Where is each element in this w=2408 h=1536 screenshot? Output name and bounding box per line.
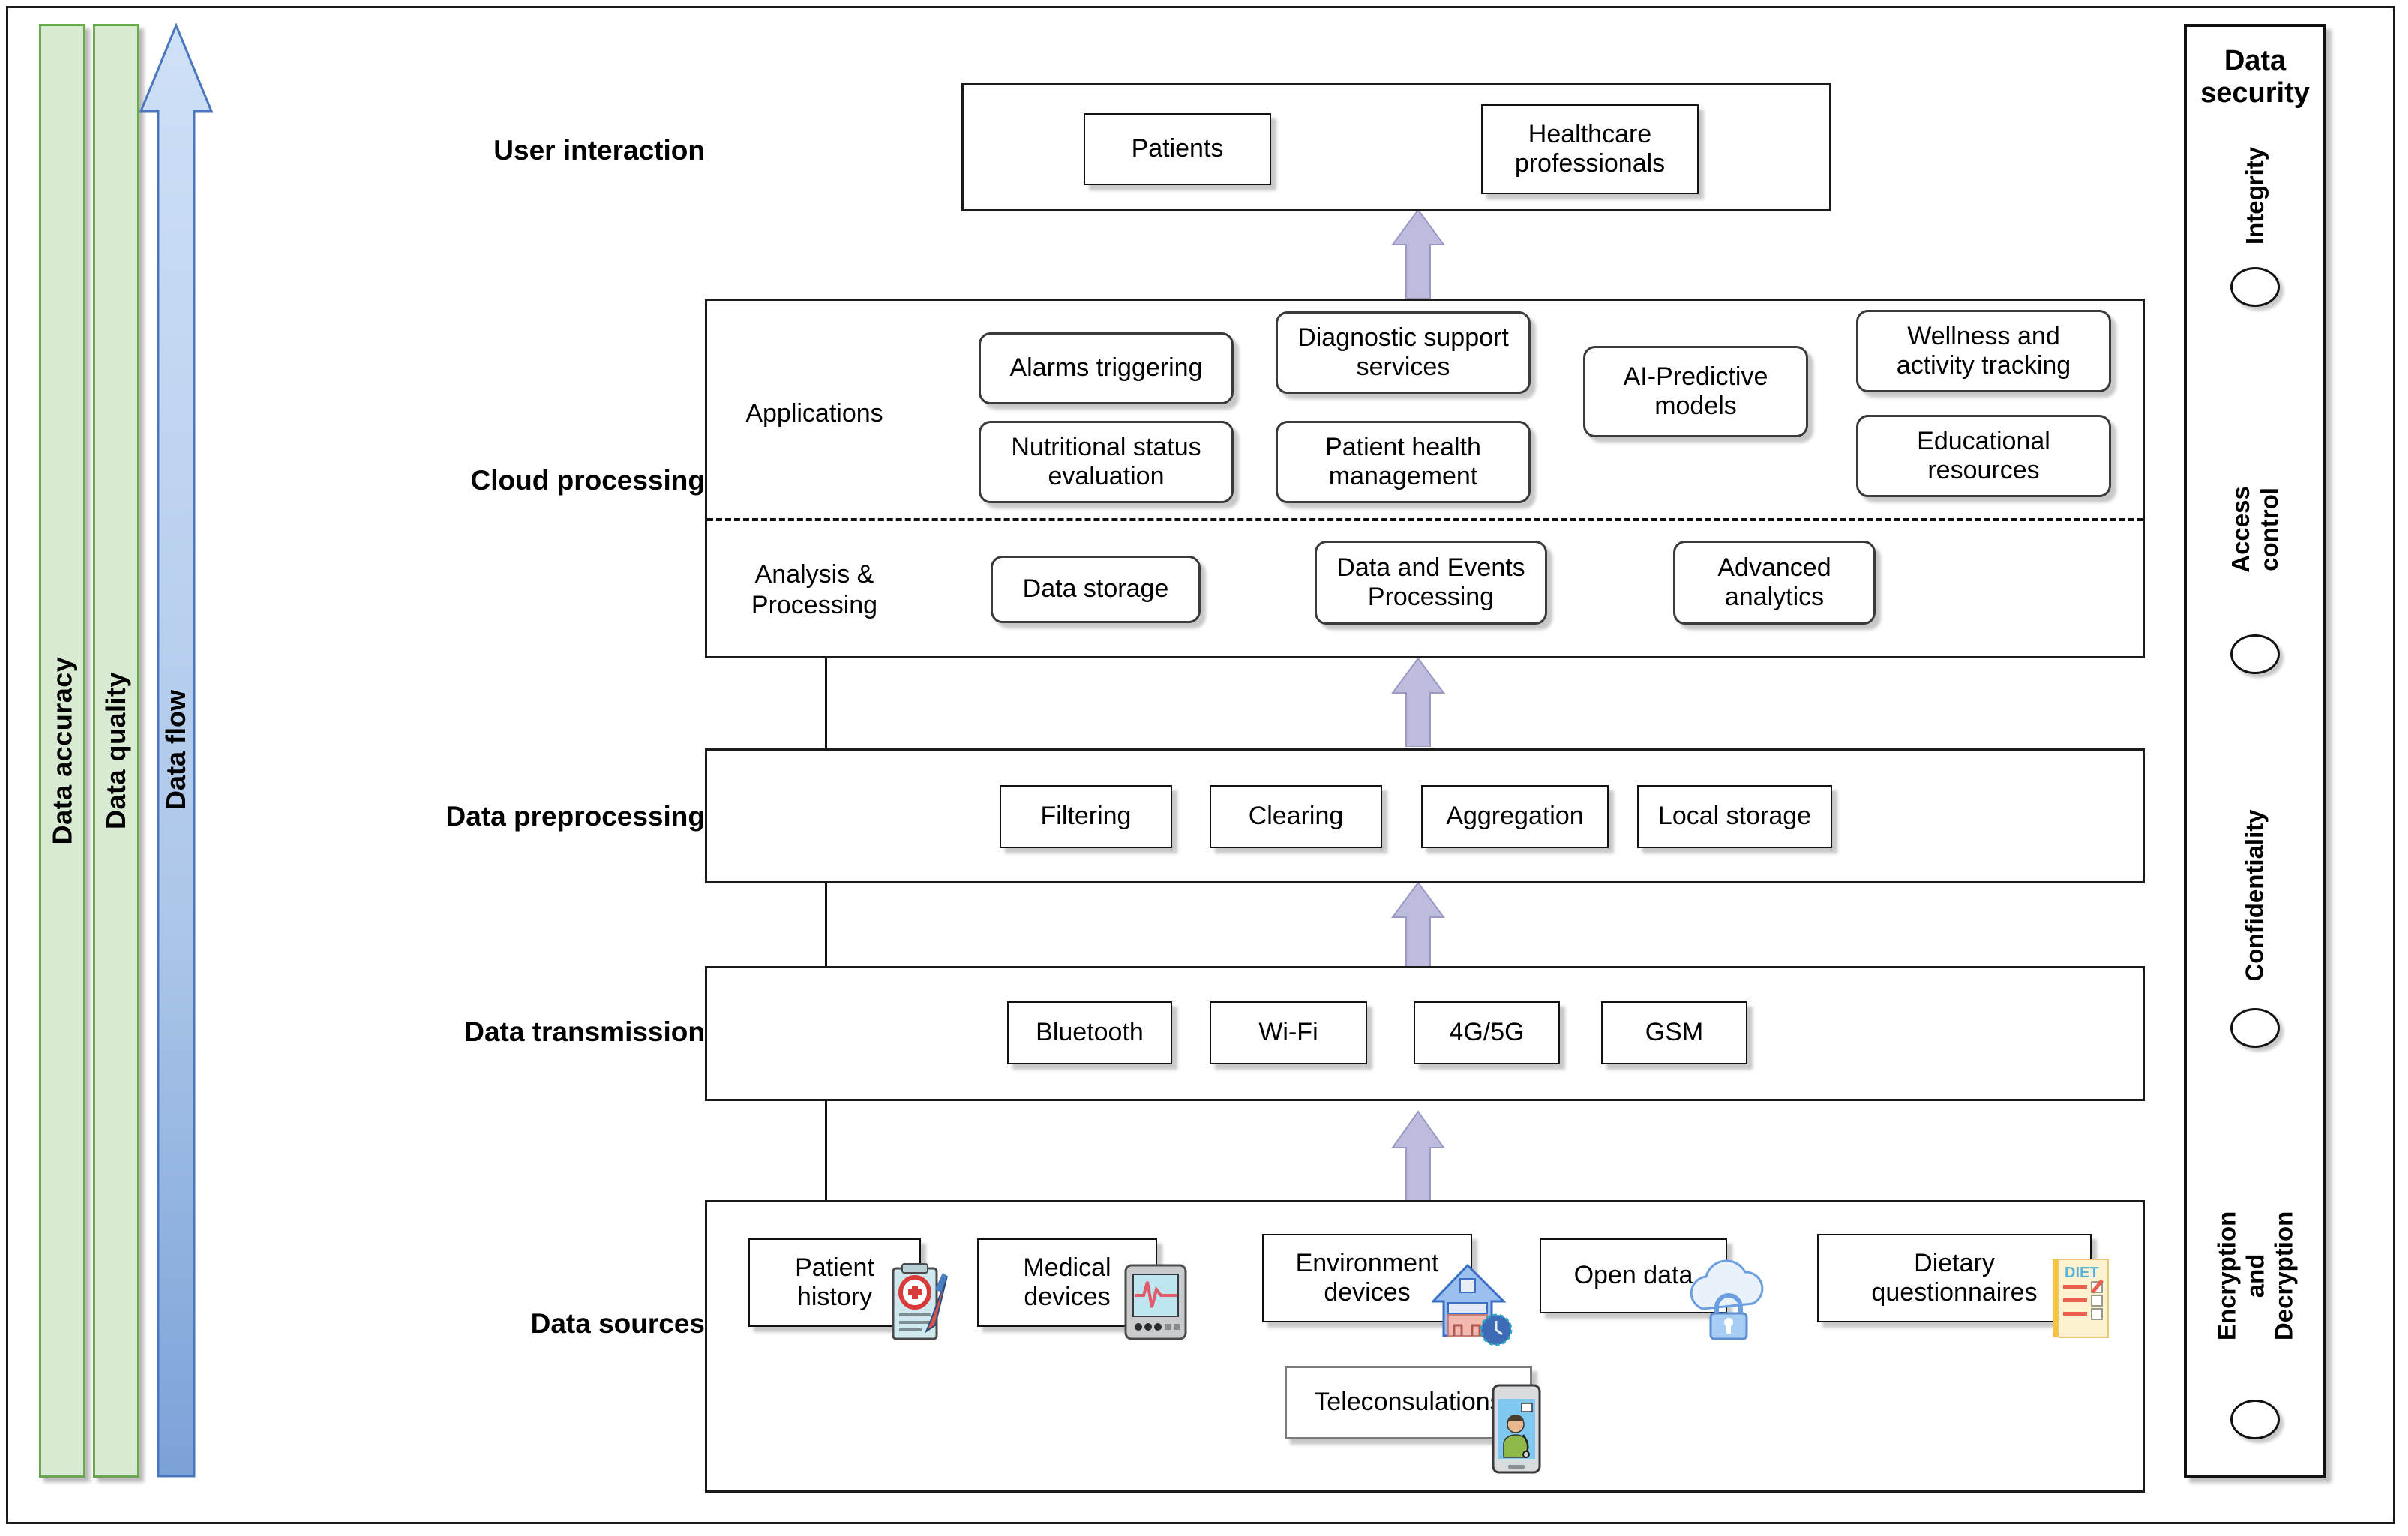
panel-data-preprocessing: Filtering Clearing Aggregation Local sto… (705, 748, 2145, 884)
security-item-confidentiality[interactable]: Confidentiality (2187, 783, 2323, 1048)
panel-data-transmission: Bluetooth Wi-Fi 4G/5G GSM (705, 966, 2145, 1101)
node-patients[interactable]: Patients (1084, 113, 1271, 185)
flow-arrow-transmission-to-preprocessing (1391, 881, 1445, 971)
flow-arrow-preprocessing-to-cloud (1391, 657, 1445, 747)
smartphone-doctor-icon (1492, 1384, 1541, 1474)
node-filtering[interactable]: Filtering (1000, 785, 1172, 848)
panel-cloud-processing: Applications Alarms triggering Diagnosti… (705, 298, 2145, 658)
node-nutritional-status-evaluation[interactable]: Nutritional status evaluation (979, 421, 1234, 503)
smart-home-icon (1432, 1263, 1513, 1346)
clipboard-medical-icon (892, 1263, 948, 1340)
layer-label-cloud-processing: Cloud processing (470, 465, 705, 496)
node-clearing[interactable]: Clearing (1210, 785, 1382, 848)
node-teleconsulations[interactable]: Teleconsulations (1285, 1366, 1532, 1439)
layer-label-data-transmission: Data transmission (464, 1016, 705, 1047)
security-bullet-icon (2230, 267, 2280, 307)
security-item-encryption-decryption[interactable]: Encryption and Decryption (2187, 1152, 2323, 1439)
node-gsm[interactable]: GSM (1601, 1001, 1747, 1064)
svg-text:DIET: DIET (2065, 1264, 2099, 1281)
node-wifi[interactable]: Wi-Fi (1210, 1001, 1367, 1064)
ecg-monitor-icon (1124, 1264, 1187, 1340)
layer-label-user-interaction: User interaction (493, 135, 705, 166)
data-security-title: Data security (2200, 45, 2310, 109)
node-educational-resources[interactable]: Educational resources (1856, 415, 2111, 497)
cloud-panel-divider (707, 518, 2143, 521)
node-wellness-activity-tracking[interactable]: Wellness and activity tracking (1856, 310, 2111, 392)
layer-label-data-preprocessing: Data preprocessing (445, 801, 705, 832)
panel-data-sources: Patient history Medical devices Environm… (705, 1200, 2145, 1492)
flow-arrow-sources-to-transmission (1391, 1110, 1445, 1204)
node-bluetooth[interactable]: Bluetooth (1007, 1001, 1172, 1064)
node-healthcare-professionals[interactable]: Healthcare professionals (1481, 104, 1699, 194)
side-bar-data-quality: Data quality (93, 24, 139, 1478)
node-data-events-processing[interactable]: Data and Events Processing (1315, 541, 1547, 625)
layer-label-data-sources: Data sources (530, 1308, 705, 1339)
security-item-label: Integrity (2241, 146, 2269, 245)
panel-user-interaction: Patients Healthcare professionals (961, 82, 1831, 212)
cloud-lock-icon (1690, 1259, 1764, 1340)
data-flow-label: Data flow (160, 689, 192, 811)
applications-label: Applications (745, 399, 883, 428)
connector-cloud-to-patient-history (825, 656, 827, 1234)
side-bar-data-accuracy: Data accuracy (39, 24, 85, 1478)
security-item-label: Confidentiality (2241, 809, 2269, 982)
analysis-processing-label: Analysis & Processing (751, 560, 878, 620)
node-patient-health-management[interactable]: Patient health management (1276, 421, 1531, 503)
node-data-storage[interactable]: Data storage (991, 556, 1201, 623)
security-bullet-icon (2230, 1400, 2280, 1439)
node-ai-predictive-models[interactable]: AI-Predictive models (1583, 346, 1808, 437)
side-bar-label: Data quality (100, 671, 132, 830)
security-bullet-icon (2230, 1008, 2280, 1048)
node-dietary-questionnaires[interactable]: Dietary questionnaires (1817, 1234, 2092, 1322)
node-local-storage[interactable]: Local storage (1637, 785, 1832, 848)
data-flow-arrow (139, 22, 214, 1478)
panel-data-security: Data security Integrity Access control C… (2184, 24, 2326, 1478)
security-bullet-icon (2230, 634, 2280, 674)
node-aggregation[interactable]: Aggregation (1421, 785, 1609, 848)
security-item-access-control[interactable]: Access control (2187, 424, 2323, 674)
data-flow-label-wrap: Data flow (139, 22, 214, 1478)
flow-arrow-cloud-to-user (1391, 208, 1445, 298)
node-diagnostic-support-services[interactable]: Diagnostic support services (1276, 311, 1531, 394)
node-alarms-triggering[interactable]: Alarms triggering (979, 332, 1234, 404)
security-item-integrity[interactable]: Integrity (2187, 124, 2323, 307)
side-bar-label: Data accuracy (46, 656, 78, 845)
security-item-label: Encryption and Decryption (2212, 1210, 2297, 1341)
node-4g-5g[interactable]: 4G/5G (1414, 1001, 1560, 1064)
diet-checklist-icon: DIET (2053, 1258, 2109, 1338)
diagram-outer-frame (6, 6, 2395, 1524)
node-advanced-analytics[interactable]: Advanced analytics (1673, 541, 1876, 625)
security-item-label: Access control (2227, 486, 2283, 573)
